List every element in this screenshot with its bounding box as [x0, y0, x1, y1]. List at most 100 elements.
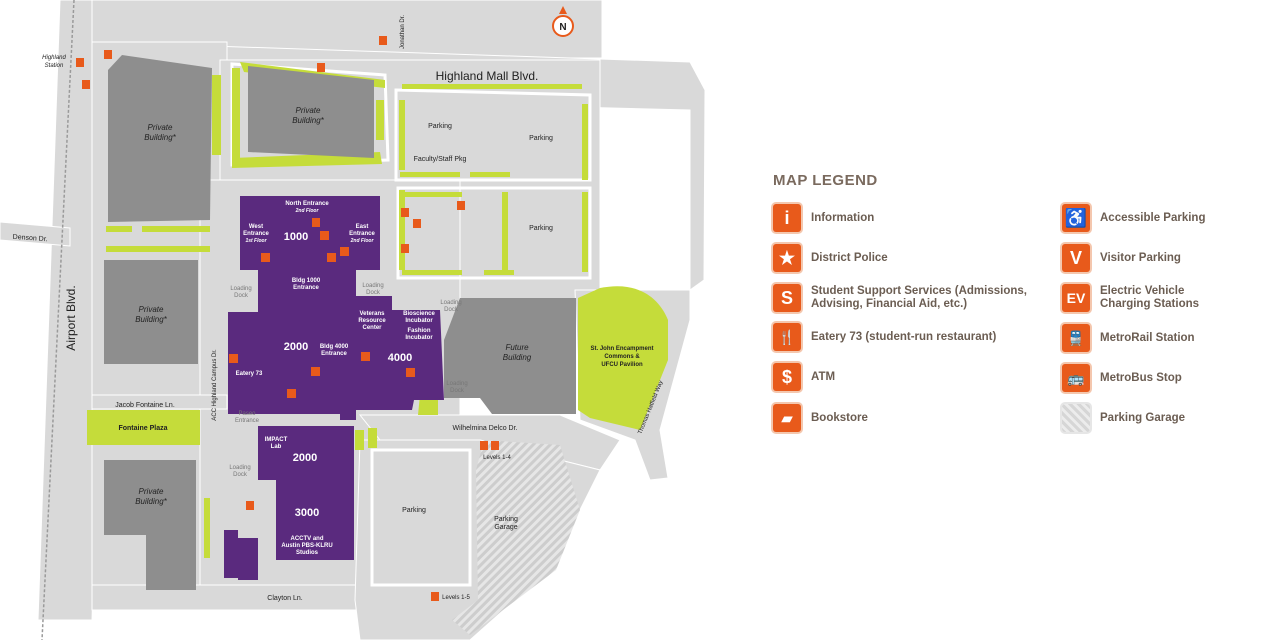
west-entrance-label: 1st Floor [245, 238, 267, 244]
legend-label: Eatery 73 (student-run restaurant) [811, 330, 997, 343]
bioscience-label: Incubator [405, 318, 433, 324]
building-labels: 1000 North Entrance 2nd Floor West Entra… [236, 201, 436, 556]
eatery-icon [311, 367, 320, 376]
loading-dock-labels: Loading Dock Loading Dock Loading Dock L… [229, 283, 467, 478]
legend-item-visitor-parking: V Visitor Parking [1062, 244, 1181, 272]
east-entrance-label: East [356, 224, 369, 230]
accessible-parking-icon [431, 592, 439, 601]
loading-dock-label: Dock [450, 388, 465, 394]
bldg-4000-entrance-label: Entrance [321, 351, 347, 357]
building-2000-number: 2000 [284, 341, 308, 353]
parking-garage-hatch-icon [1062, 404, 1090, 432]
legend-label: Parking Garage [1100, 411, 1186, 424]
street-jacob-fontaine-ln: Jacob Fontaine Ln. [115, 402, 175, 409]
loading-dock-label: Loading [230, 286, 251, 292]
private-building-labels: Private Building* Private Building* Priv… [42, 55, 532, 506]
paseo-entrance-label: Entrance [235, 418, 260, 424]
parking-label: Parking [529, 225, 553, 232]
building-2000-south-number: 2000 [293, 452, 317, 464]
campus-map: N Highland Mall Blvd. Airport Blvd. Dens… [0, 0, 705, 640]
legend-item-district-police: ★ District Police [773, 244, 888, 272]
north-entrance-label: North Entrance [285, 201, 329, 207]
levels-1-5-label: Levels 1-5 [442, 595, 470, 601]
private-buildings [104, 55, 576, 590]
parking-garage-label: Parking [494, 516, 518, 523]
legend-label: ATM [811, 370, 836, 383]
student-support-icon [312, 218, 320, 227]
loading-dock-label: Dock [444, 307, 459, 313]
compass-north-icon: N [552, 6, 574, 37]
st-john-label: Commons & [604, 354, 640, 360]
veterans-label: Center [362, 325, 382, 331]
legend-item-bookstore: ▰ Bookstore [773, 404, 868, 432]
bus-icon: 🚌 [1062, 364, 1090, 392]
parking-garage-label: Garage [494, 524, 517, 531]
visitor-parking-icon [413, 219, 421, 228]
parking-label: Parking [529, 135, 553, 142]
impact-lab-label: IMPACT [265, 437, 288, 443]
acctv-label: Austin PBS-KLRU [281, 543, 332, 549]
place-labels: Fontaine Plaza Parking Parking Faculty/S… [118, 123, 653, 601]
street-jonathan-dr: Jonathan Dr. [400, 15, 406, 49]
future-building-label: Building [503, 353, 532, 362]
visitor-v-icon: V [1062, 244, 1090, 272]
legend-label: MetroBus Stop [1100, 371, 1182, 384]
legend-item-accessible-parking: ♿ Accessible Parking [1062, 204, 1205, 232]
street-highland-mall-blvd: Highland Mall Blvd. [436, 69, 539, 83]
metrobus-stop-icon [379, 36, 387, 45]
accessible-parking-icon [246, 501, 254, 510]
metrobus-stop-icon [104, 50, 112, 59]
information-icon [340, 247, 349, 256]
bldg-4000-entrance-label: Bldg 4000 [320, 344, 349, 350]
loading-dock-label: Loading [446, 381, 467, 387]
legend-label: Accessible Parking [1100, 211, 1206, 224]
ev-charging-icon: EV [1062, 284, 1090, 312]
legend-item-information: i Information [773, 204, 874, 232]
street-clayton-ln: Clayton Ln. [267, 595, 302, 602]
student-support-icon [327, 253, 336, 262]
ev-charging-icon [491, 441, 499, 450]
impact-lab-label: Lab [271, 444, 282, 450]
legend-label: MetroRail Station [1100, 331, 1195, 344]
st-john-label: St. John Encampment [590, 346, 653, 352]
eatery-73-label: Eatery 73 [236, 371, 263, 377]
building-3000-number: 3000 [295, 507, 319, 519]
legend-label: Information [811, 211, 875, 224]
information-icon [287, 389, 296, 398]
campus-buildings [224, 196, 444, 580]
legend-label: Student Support Services (Admissions,Adv… [811, 285, 1027, 310]
loading-dock-label: Dock [234, 293, 249, 299]
parking-label: Parking [428, 123, 452, 130]
acctv-label: Studios [296, 550, 319, 556]
highland-station-label: Highland [42, 55, 66, 61]
st-john-label: UFCU Pavilion [601, 362, 643, 368]
north-entrance-label: 2nd Floor [295, 208, 320, 214]
bioscience-label: Bioscience [403, 311, 435, 317]
student-support-icon: S [773, 284, 801, 312]
street-airport-blvd: Airport Blvd. [64, 285, 78, 350]
east-entrance-label: 2nd Floor [350, 238, 375, 244]
police-badge-icon: ★ [773, 244, 801, 272]
metrobus-stop-icon [317, 63, 325, 72]
accessible-parking-icon [480, 441, 488, 450]
legend-label: Bookstore [811, 411, 868, 424]
fashion-label: Incubator [405, 335, 433, 341]
veterans-label: Veterans [359, 311, 385, 317]
legend-label: District Police [811, 251, 888, 264]
building-1000-number: 1000 [284, 231, 308, 243]
fork-knife-icon: 🍴 [773, 323, 801, 351]
accessible-parking-icon [401, 208, 409, 217]
legend-item-metrobus: 🚌 MetroBus Stop [1062, 364, 1182, 392]
private-building-label: Building* [135, 497, 167, 506]
private-building-label: Building* [292, 116, 324, 125]
bookstore-icon [361, 352, 370, 361]
legend-item-student-support: S Student Support Services (Admissions,A… [773, 284, 1027, 312]
eatery-icon [320, 231, 329, 240]
metrorail-station-icon [76, 58, 84, 67]
fontaine-plaza-label: Fontaine Plaza [118, 425, 167, 432]
paseo-entrance-label: Paseo [238, 411, 256, 417]
acctv-label: ACCTV and [291, 536, 324, 542]
information-icon: i [773, 204, 801, 232]
street-denson-dr: Denson Dr. [12, 234, 47, 243]
loading-dock-label: Loading [362, 283, 383, 289]
